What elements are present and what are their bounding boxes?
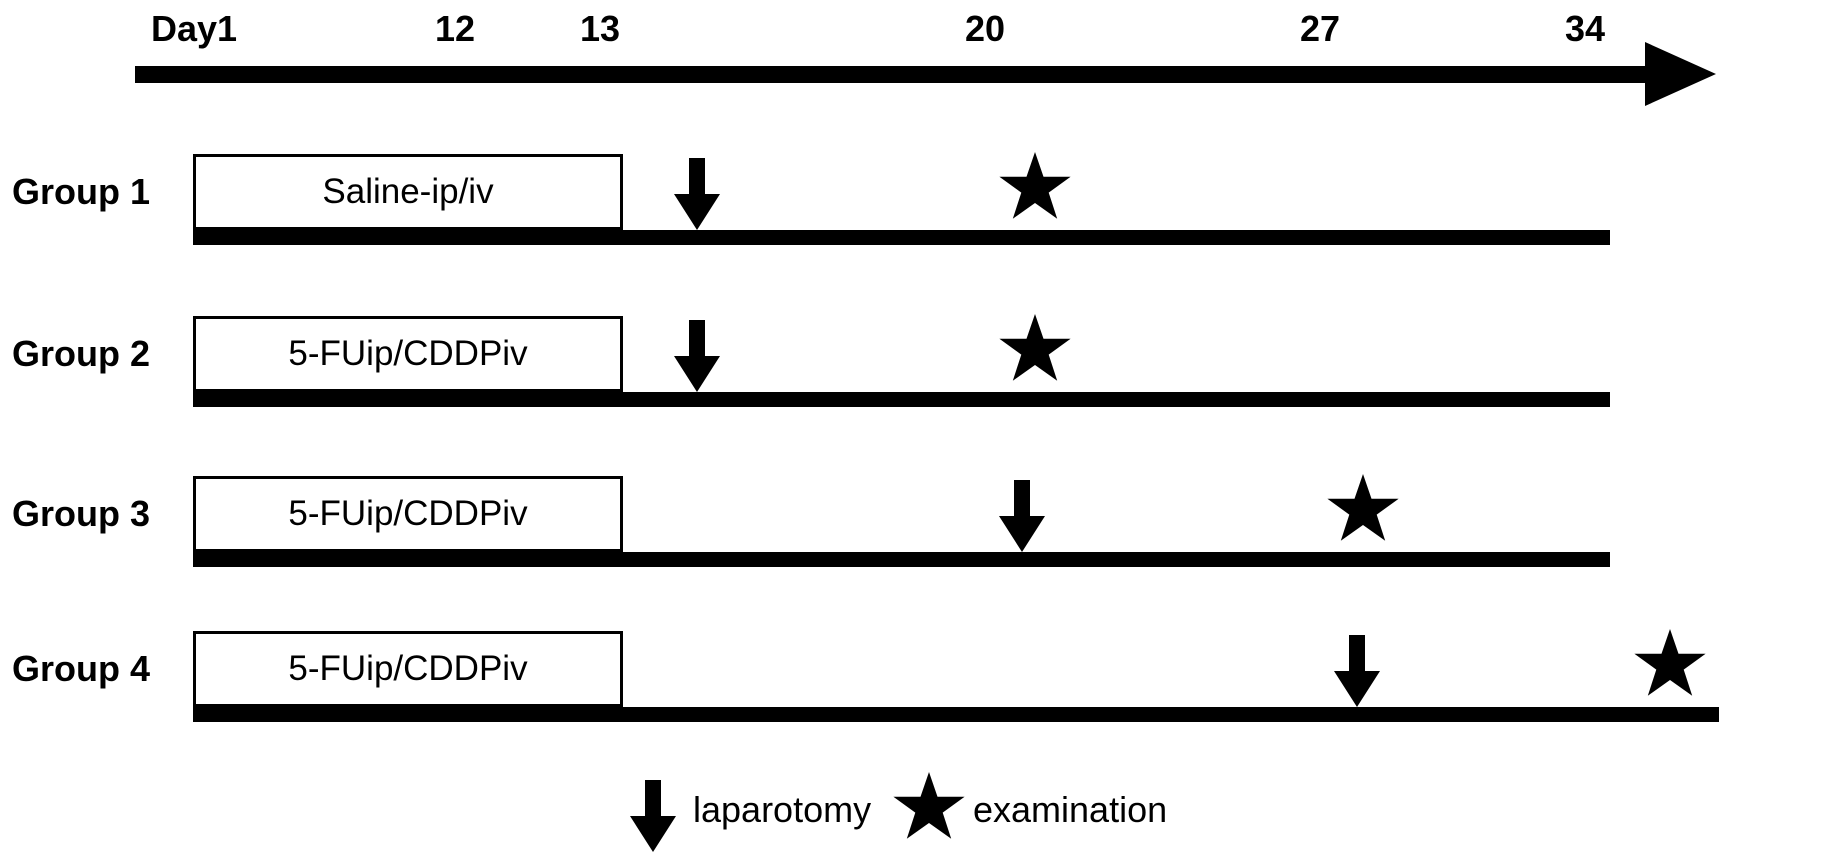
star-icon	[999, 152, 1071, 220]
group-label: Group 4	[12, 648, 151, 689]
day-label-day1: Day1	[150, 8, 238, 49]
treatment-box: 5-FUip/CDDPiv	[193, 316, 623, 392]
legend-label-examination: examination	[973, 789, 1168, 830]
treatment-label: 5-FUip/CDDPiv	[288, 334, 528, 373]
group-timeline-track	[193, 230, 1610, 245]
arrow-down-icon	[630, 780, 676, 852]
star-icon	[1634, 629, 1706, 697]
treatment-box: Saline-ip/iv	[193, 154, 623, 230]
group-timeline-track	[193, 552, 1610, 567]
star-icon	[893, 772, 965, 840]
day-label-20: 20	[964, 8, 1006, 49]
treatment-label: 5-FUip/CDDPiv	[288, 649, 528, 688]
group-label: Group 2	[12, 333, 151, 374]
day-label-12: 12	[434, 8, 476, 49]
arrow-down-icon	[674, 320, 720, 392]
timeline-arrowhead-icon	[1645, 42, 1716, 106]
day-label-13: 13	[579, 8, 621, 49]
group-timeline-track	[193, 392, 1610, 407]
group-label: Group 3	[12, 493, 151, 534]
group-timeline-track	[193, 707, 1719, 722]
day-label-34: 34	[1564, 8, 1606, 49]
group-label: Group 1	[12, 171, 151, 212]
treatment-box: 5-FUip/CDDPiv	[193, 476, 623, 552]
day-label-27: 27	[1299, 8, 1341, 49]
treatment-box: 5-FUip/CDDPiv	[193, 631, 623, 707]
legend-label-laparotomy: laparotomy	[693, 789, 872, 830]
arrow-down-icon	[999, 480, 1045, 552]
arrow-down-icon	[1334, 635, 1380, 707]
timeline-bar	[135, 66, 1651, 83]
star-icon	[999, 314, 1071, 382]
arrow-down-icon	[674, 158, 720, 230]
treatment-label: 5-FUip/CDDPiv	[288, 494, 528, 533]
treatment-label: Saline-ip/iv	[322, 172, 494, 211]
star-icon	[1327, 474, 1399, 542]
